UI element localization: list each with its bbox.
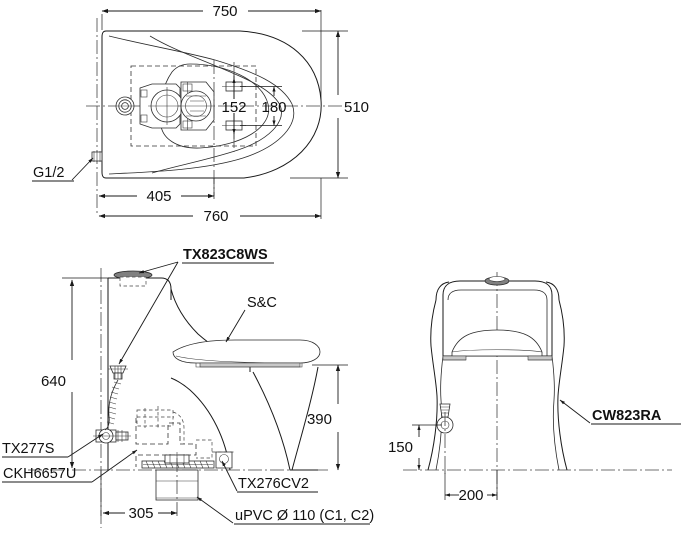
rim-contour-plan [149, 35, 282, 174]
dim-180-text: 180 [261, 99, 286, 116]
trap-crosshair-hidden [137, 406, 174, 430]
outlet-bolt-lower [182, 119, 193, 130]
dim-305: 305 [100, 470, 178, 522]
dim-510: 510 [290, 30, 369, 179]
bowl-inner-plan [159, 63, 270, 149]
outlet-bolt-upper [182, 82, 193, 93]
supply-nipple-plan [91, 151, 103, 162]
body-left-front [427, 299, 438, 471]
bowl-right-wall [291, 366, 319, 471]
dim-390: 390 [307, 364, 348, 471]
tank-inner-front [447, 289, 548, 356]
label-g12: G1/2 [32, 157, 94, 182]
body-right-inner-front [551, 355, 560, 471]
label-g12-text: G1/2 [33, 165, 64, 181]
label-cw823ra: CW823RA [559, 399, 681, 425]
dim-750-text: 750 [212, 3, 237, 20]
shoulder-left-front [435, 281, 450, 301]
dim-405-text: 405 [146, 188, 171, 205]
label-tx277s: TX277S [2, 433, 104, 458]
trap-outlet-hidden [196, 439, 213, 459]
flush-lever-side [113, 270, 153, 287]
bowl-skirt-side [170, 377, 231, 471]
label-ckh6657u: CKH6657U [2, 449, 138, 483]
floor-flange-side [141, 451, 236, 469]
label-tx276cv2-text: TX276CV2 [238, 476, 309, 492]
label-upvc: uPVC Ø 110 (C1, C2) [196, 496, 374, 525]
label-tx277s-text: TX277S [2, 441, 54, 457]
outlet-body-plan [139, 81, 215, 131]
body-left-inner-front [435, 355, 444, 471]
label-tx823c8ws: TX823C8WS [118, 247, 274, 365]
seat-cover-front [442, 329, 553, 361]
trap-curve-hidden [172, 411, 185, 444]
label-tx276cv2: TX276CV2 [221, 460, 318, 493]
drain-pipe-side [155, 458, 199, 503]
label-ckh6657u-text: CKH6657U [3, 466, 76, 482]
dim-180: 180 [240, 86, 287, 126]
angle-valve-side [93, 428, 131, 444]
dim-640: 640 [41, 277, 110, 469]
label-sc-text: S&C [247, 295, 277, 311]
trap-upper-hidden [136, 409, 174, 427]
label-cw823ra-text: CW823RA [592, 408, 662, 424]
tank-outline-side [108, 277, 172, 300]
dim-200: 200 [444, 470, 498, 504]
label-tx823c8ws-text: TX823C8WS [183, 247, 268, 263]
supply-hose-braid [106, 381, 122, 425]
dim-305-text: 305 [128, 505, 153, 522]
dim-750: 750 [101, 3, 322, 100]
tank-contour-plan [108, 35, 294, 175]
dim-640-text: 640 [41, 373, 66, 390]
dim-152-text: 152 [221, 99, 246, 116]
top-view: 750 510 152 180 405 [32, 3, 369, 225]
toilet-outline-plan [101, 30, 322, 179]
flush-button-front [484, 276, 510, 286]
bowl-front-profile [252, 371, 318, 471]
dim-150: 150 [388, 424, 442, 471]
supply-hose-side [104, 379, 119, 431]
front-view: 150 200 CW823RA [388, 272, 681, 504]
dim-152: 152 [221, 77, 247, 135]
dim-405: 405 [98, 178, 215, 205]
tank-outline-front [442, 280, 553, 357]
dim-390-text: 390 [307, 411, 332, 428]
water-inlet-fitting-plan [115, 96, 135, 116]
dim-510-text: 510 [344, 99, 369, 116]
dim-760: 760 [98, 178, 322, 225]
label-sc: S&C [225, 295, 277, 343]
supply-valve-front [436, 403, 454, 474]
label-upvc-text: uPVC Ø 110 (C1, C2) [235, 508, 374, 524]
body-right-front [557, 299, 568, 471]
dim-150-text: 150 [388, 439, 413, 456]
dim-200-text: 200 [458, 487, 483, 504]
dim-760-text: 760 [203, 208, 228, 225]
side-view: 640 390 305 TX823C8WS S&C [2, 247, 374, 528]
shoulder-right-front [545, 281, 560, 301]
tank-fill-inlet-side [108, 365, 128, 380]
seat-cover-side [172, 339, 321, 368]
